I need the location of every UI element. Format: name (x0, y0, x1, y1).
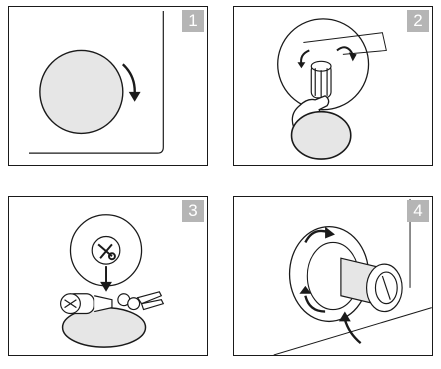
filter-cylinder (311, 61, 331, 98)
step-number-badge: 4 (407, 200, 429, 222)
step-4-illustration (234, 197, 432, 355)
step-number-badge: 2 (407, 10, 429, 32)
filter-cover (40, 50, 123, 133)
rotate-arrow-icon (123, 64, 135, 94)
rotate-arrowhead-icon (129, 92, 141, 102)
step-panel-3: 3 (8, 196, 208, 356)
step-number-badge: 1 (182, 10, 204, 32)
filter-cover-removed (292, 112, 351, 159)
step-number-badge: 3 (182, 200, 204, 222)
step-3-illustration (9, 197, 207, 355)
step-panel-1: 1 (8, 6, 208, 166)
step-2-illustration (234, 7, 432, 165)
step-panel-4: 4 (233, 196, 433, 356)
down-arrowhead-icon (100, 282, 112, 292)
step-1-illustration (9, 7, 207, 165)
step-panel-2: 2 (233, 6, 433, 166)
debris-items (118, 292, 163, 310)
appliance-floor-line (274, 308, 432, 355)
